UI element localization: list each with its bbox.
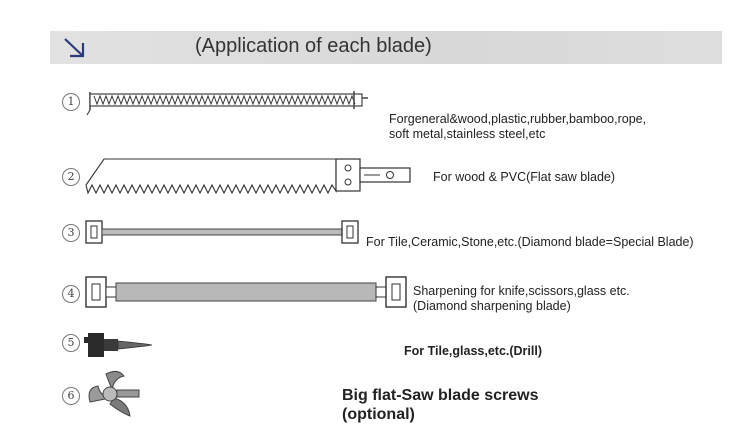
down-right-arrow-icon [64, 38, 85, 58]
page-title: (Application of each blade) [195, 35, 432, 57]
item-number-5: 5 [62, 334, 80, 352]
item-number-2: 2 [62, 168, 80, 186]
item-number-6: 6 [62, 387, 80, 405]
item-description-5: For Tile,glass,etc.(Drill) [404, 344, 542, 359]
item-description-3: For Tile,Ceramic,Stone,etc.(Diamond blad… [366, 235, 694, 250]
saw-blade-screw-icon [88, 370, 140, 417]
diamond-sharpening-blade-icon [85, 276, 407, 308]
item-6-line-2: (optional) [342, 406, 415, 423]
item-5-line-1: For Tile,glass,etc.(Drill) [404, 344, 543, 358]
item-number-3: 3 [62, 224, 80, 242]
item-6-line-1: Big flat-Saw blade screws [342, 387, 539, 404]
item-2-line-1: For wood & PVC(Flat saw blade) [433, 170, 616, 184]
item-1-line-2: soft metal,stainless steel,etc [389, 127, 546, 141]
item-description-6: Big flat-Saw blade screws (optional) [342, 386, 539, 424]
item-1-line-1: Forgeneral&wood,plastic,rubber,bamboo,ro… [389, 112, 647, 126]
item-3-line-1: For Tile,Ceramic,Stone,etc.(Diamond blad… [366, 235, 694, 249]
reciprocating-saw-blade-icon [86, 91, 368, 116]
item-number-1: 1 [62, 93, 80, 111]
diamond-wire-blade-icon [85, 220, 359, 244]
item-description-1: Forgeneral&wood,plastic,rubber,bamboo,ro… [389, 112, 646, 142]
flat-saw-blade-icon [85, 158, 411, 195]
item-4-line-2: (Diamond sharpening blade) [413, 299, 571, 313]
item-4-line-1: Sharpening for knife,scissors,glass etc. [413, 284, 630, 298]
item-description-2: For wood & PVC(Flat saw blade) [433, 170, 615, 185]
header-bar: (Application of each blade) [50, 31, 722, 64]
item-description-4: Sharpening for knife,scissors,glass etc.… [413, 284, 630, 314]
drill-bit-icon [84, 333, 153, 357]
item-number-4: 4 [62, 285, 80, 303]
